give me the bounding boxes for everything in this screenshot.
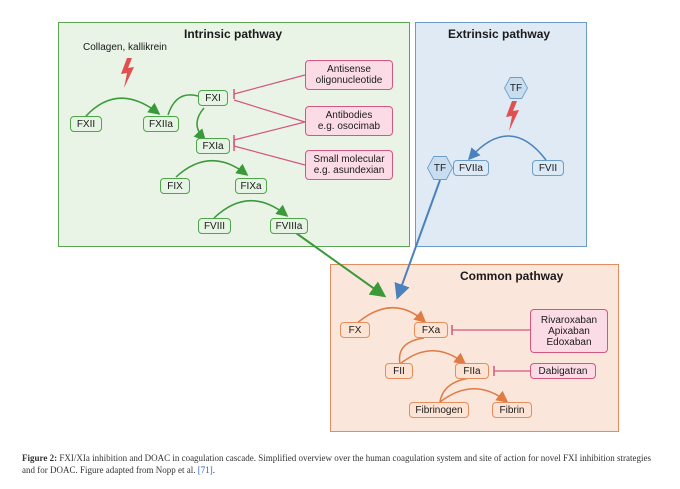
node-fii: FII bbox=[385, 363, 413, 379]
drug-apixaban: Apixaban bbox=[548, 325, 590, 337]
common-title: Common pathway bbox=[460, 269, 564, 283]
node-fviiia: FVIIIa bbox=[270, 218, 308, 234]
inhibitor-line2: oligonucleotide bbox=[315, 75, 383, 86]
node-fibrin: Fibrin bbox=[492, 402, 532, 418]
inhibitor-fxa-doac: Rivaroxaban Apixaban Edoxaban bbox=[530, 309, 608, 353]
node-fxi: FXI bbox=[198, 90, 228, 106]
inhibitor-antibodies: Antibodies e.g. osocimab bbox=[305, 106, 393, 136]
inhibitor-line1: Small molecular bbox=[313, 154, 385, 165]
caption-end: . bbox=[212, 465, 215, 475]
tf-hexagon: TF bbox=[505, 78, 527, 98]
node-fx: FX bbox=[340, 322, 370, 338]
extrinsic-title: Extrinsic pathway bbox=[448, 27, 551, 41]
trigger-label: Collagen, kallikrein bbox=[83, 42, 167, 53]
inhibitor-line1: Antibodies bbox=[325, 110, 373, 121]
caption-reference-link[interactable]: [71] bbox=[197, 465, 213, 475]
node-fix: FIX bbox=[160, 178, 190, 194]
inhibitor-line1: Antisense bbox=[327, 64, 371, 75]
node-fixa: FIXa bbox=[235, 178, 267, 194]
drug-edoxaban: Edoxaban bbox=[546, 336, 592, 348]
intrinsic-title: Intrinsic pathway bbox=[184, 27, 283, 41]
inhibitor-line2: e.g. osocimab bbox=[317, 121, 381, 132]
extrinsic-panel bbox=[415, 22, 587, 247]
node-fxa: FXa bbox=[414, 322, 448, 338]
inhibitor-antisense: Antisense oligonucleotide bbox=[305, 60, 393, 90]
inhibitor-small-molecular: Small molecular e.g. asundexian bbox=[305, 150, 393, 180]
node-fxii: FXII bbox=[70, 116, 102, 132]
node-fvii: FVII bbox=[532, 160, 564, 176]
node-fiia: FIIa bbox=[455, 363, 489, 379]
node-fibrinogen: Fibrinogen bbox=[409, 402, 469, 418]
lightning-icon bbox=[506, 101, 519, 131]
node-fxiia: FXIIa bbox=[143, 116, 179, 132]
caption-label: Figure 2: bbox=[22, 453, 58, 463]
node-fxia: FXIa bbox=[196, 138, 230, 154]
inhibitor-dabigatran: Dabigatran bbox=[530, 363, 596, 379]
node-fviia: FVIIa bbox=[453, 160, 489, 176]
inhibitor-line2: e.g. asundexian bbox=[313, 165, 385, 176]
lightning-icon bbox=[121, 58, 134, 88]
drug-rivaroxaban: Rivaroxaban bbox=[540, 314, 598, 326]
figure-caption: Figure 2: FXI/XIa inhibition and DOAC in… bbox=[22, 452, 662, 476]
tf-bound-hexagon: TF bbox=[428, 157, 452, 179]
caption-text: FXI/XIa inhibition and DOAC in coagulati… bbox=[22, 453, 651, 475]
node-fviii: FVIII bbox=[198, 218, 231, 234]
